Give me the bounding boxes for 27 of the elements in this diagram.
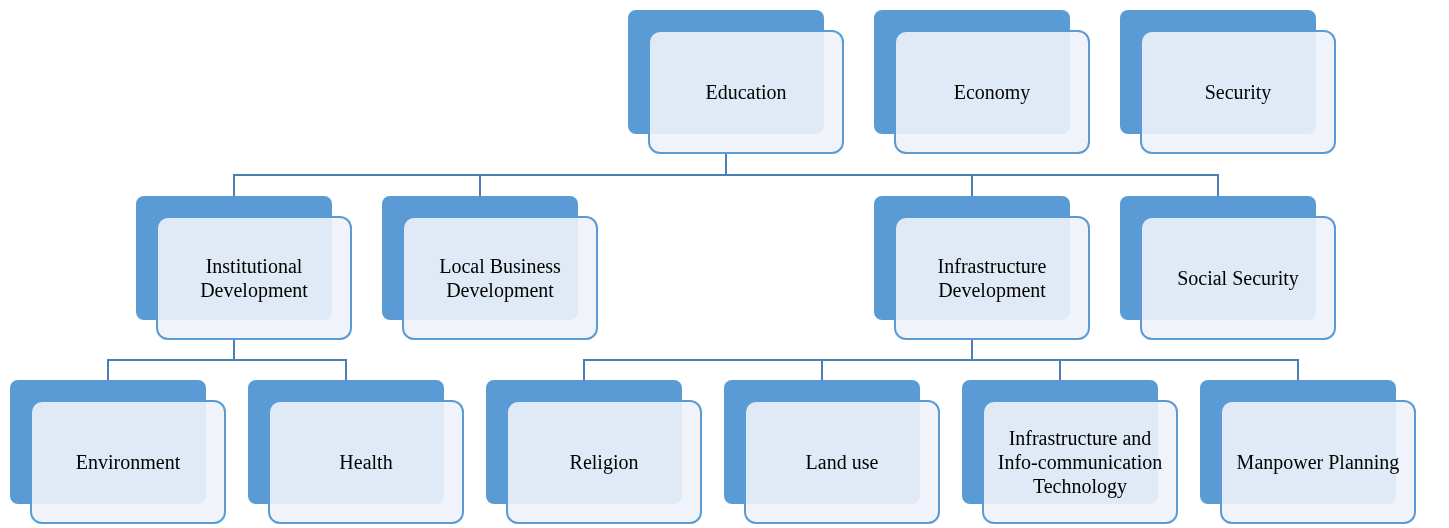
node-label: Land use — [805, 450, 879, 474]
node-label: Economy — [953, 80, 1031, 104]
node-label: Infrastructure Development — [936, 254, 1048, 302]
stacked-card-node — [962, 380, 1178, 524]
node-label: Local Business Development — [438, 254, 562, 302]
stacked-card-node — [874, 10, 1090, 154]
node-label: Infrastructure and Info-communication Technology — [996, 426, 1164, 498]
node-label: Institutional Development — [199, 254, 309, 302]
stacked-card-node — [1200, 380, 1416, 524]
stacked-card-node — [10, 380, 226, 524]
stacked-card-node — [1120, 10, 1336, 154]
node-label: Security — [1204, 80, 1272, 104]
node-label: Health — [339, 450, 393, 474]
node-label: Environment — [75, 450, 181, 474]
stacked-card-node — [136, 196, 352, 340]
node-label: Social Security — [1177, 266, 1299, 290]
node-label: Manpower Planning — [1236, 450, 1400, 474]
node-label: Education — [705, 80, 787, 104]
stacked-card-node — [628, 10, 844, 154]
stacked-card-node — [1120, 196, 1336, 340]
stacked-card-node — [248, 380, 464, 524]
stacked-card-node — [382, 196, 598, 340]
connector-line — [971, 339, 1299, 381]
stacked-card-node — [486, 380, 702, 524]
node-label: Religion — [569, 450, 639, 474]
stacked-card-node — [874, 196, 1090, 340]
stacked-card-node — [724, 380, 940, 524]
